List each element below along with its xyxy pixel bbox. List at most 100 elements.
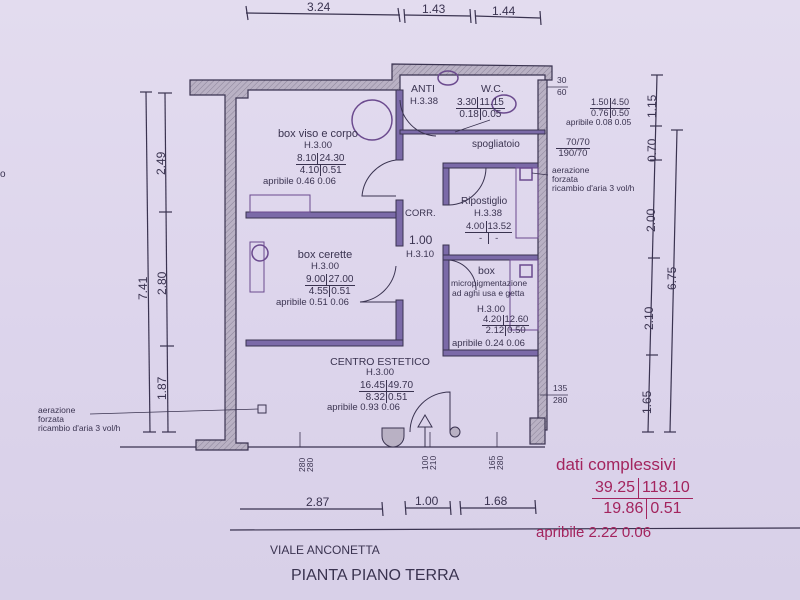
aeration-line2: forzata (38, 414, 64, 424)
dimension-right-segment-5: 1.65 (640, 390, 654, 414)
room-height: H.3.00 (304, 140, 332, 151)
street-name: VIALE ANCONETTA (270, 543, 380, 557)
window-area: 8.32 (365, 392, 388, 403)
volume: 4.50 (611, 97, 630, 107)
room-box-viso-corpo: box viso e corpo H.3.00 (258, 129, 378, 151)
room-name: CENTRO ESTETICO (330, 356, 430, 368)
dimension-right-segment-1: 1.15 (645, 94, 659, 118)
area: 4.20 (483, 314, 504, 325)
room-box-micro-name: box (478, 265, 495, 277)
corridor-label: CORR. (405, 208, 436, 219)
summary-area: 39.25 (592, 478, 640, 498)
aeration-note-ripostiglio: aerazione forzata ricambio d'aria 3 vol/… (552, 166, 634, 193)
window-area: - (473, 233, 490, 244)
room-spogliatoio-name: spogliatoio (472, 139, 520, 150)
window-area: 4.10 (299, 165, 322, 176)
dimension-bottom-1: 2.87 (306, 495, 330, 509)
room-box-micro-height: H.3.00 (477, 304, 505, 315)
volume: 27.00 (328, 274, 354, 285)
summary-ratio: 0.51 (650, 500, 682, 517)
room-spogliatoio-apribile: apribile 0.08 0.05 (566, 117, 632, 127)
opening-window2-height: 280 (495, 455, 505, 470)
room-apribile: apribile 0.51 0.06 (276, 297, 349, 308)
dimension-top-1: 3.24 (307, 0, 331, 14)
volume: 12.60 (504, 314, 529, 325)
side-window-width: 135 (553, 383, 568, 393)
aeration-line2: forzata (552, 174, 578, 184)
window-area: 2.12 (485, 325, 507, 336)
area: 9.00 (306, 274, 328, 285)
page-title: PIANTA PIANO TERRA (291, 567, 460, 584)
dimension-bottom-3: 1.68 (484, 494, 508, 508)
dimension-right-segment-2: 0.70 (645, 138, 659, 162)
window-area: 4.55 (308, 286, 331, 297)
room-box-micro-apribile: apribile 0.24 0.06 (452, 338, 525, 349)
room-anti-name: ANTI (411, 83, 435, 95)
room-box-micro-subtitle2: ad aghi usa e getta (452, 288, 525, 298)
room-wc-name: W.C. (481, 83, 504, 95)
room-ripostiglio-height: H.3.38 (474, 208, 502, 219)
area: 16.45 (360, 380, 388, 391)
edge-fragment-text: o (0, 169, 6, 180)
wc-window-width: 30 (557, 75, 567, 85)
dimension-top-2: 1.43 (422, 2, 446, 16)
summary-title: dati complessivi (556, 455, 676, 474)
ratio: 0.51 (322, 165, 342, 176)
opening-window1-height: 280 (305, 457, 315, 472)
aeration-line1: aerazione (552, 165, 590, 175)
room-anti-height: H.3.38 (410, 96, 438, 107)
opening-door-height: 210 (428, 455, 438, 470)
room-ripostiglio-name: Ripostiglio (461, 196, 508, 207)
dimension-left-segment-3: 1.87 (155, 376, 169, 400)
dimension-left-segment-2: 2.80 (155, 271, 169, 295)
room-centro-estetico: CENTRO ESTETICO H.3.00 (320, 357, 440, 377)
room-name: box cerette (297, 249, 353, 261)
ratio: 0.05 (481, 109, 502, 120)
room-box-cerette: box cerette H.3.00 (270, 250, 380, 272)
wc-window-height: 60 (557, 87, 567, 97)
area: 3.30 (457, 97, 479, 108)
dimension-right-segment-3: 2.00 (644, 208, 658, 232)
dimension-left-segment-1: 2.49 (154, 151, 168, 175)
ratio: 0.51 (388, 392, 408, 403)
dimension-top-3: 1.44 (492, 4, 516, 18)
volume: 11.15 (479, 97, 504, 108)
corridor-width: 1.00 (409, 233, 433, 247)
aeration-line1: aerazione (38, 405, 76, 415)
ratio: - (495, 233, 499, 244)
room-apribile: apribile 0.93 0.06 (327, 402, 400, 413)
aeration-note-left: aerazione forzata ricambio d'aria 3 vol/… (38, 406, 120, 433)
dimension-bottom-2: 1.00 (415, 494, 439, 508)
ratio: 0.50 (611, 107, 630, 118)
window-top: 70/70 (556, 138, 590, 149)
room-box-micro-subtitle1: micropigmentazione (451, 278, 528, 288)
dimension-right-segment-4: 2.10 (642, 306, 656, 330)
summary-apribile: apribile 2.22 0.06 (536, 524, 652, 541)
room-apribile: apribile 0.46 0.06 (263, 176, 336, 187)
corridor-height: H.3.10 (406, 249, 434, 260)
ratio: 0.50 (507, 325, 526, 336)
volume: 49.70 (388, 380, 414, 391)
area: 8.10 (297, 153, 319, 164)
room-name: box viso e corpo (277, 128, 359, 140)
aeration-line3: ricambio d'aria 3 vol/h (552, 183, 635, 193)
dimension-right-overall: 6.75 (665, 266, 679, 290)
window-area: 0.76 (591, 107, 611, 118)
volume: 24.30 (319, 153, 345, 164)
area: 4.00 (466, 221, 487, 232)
window-bottom: 190/70 (558, 148, 588, 159)
spogliatoio-window: 70/70 190/70 (556, 138, 590, 159)
aeration-line3: ricambio d'aria 3 vol/h (38, 423, 121, 433)
dimension-left-overall: 7.41 (136, 276, 150, 300)
area: 1.50 (591, 97, 611, 108)
window-area: 0.18 (459, 109, 481, 120)
